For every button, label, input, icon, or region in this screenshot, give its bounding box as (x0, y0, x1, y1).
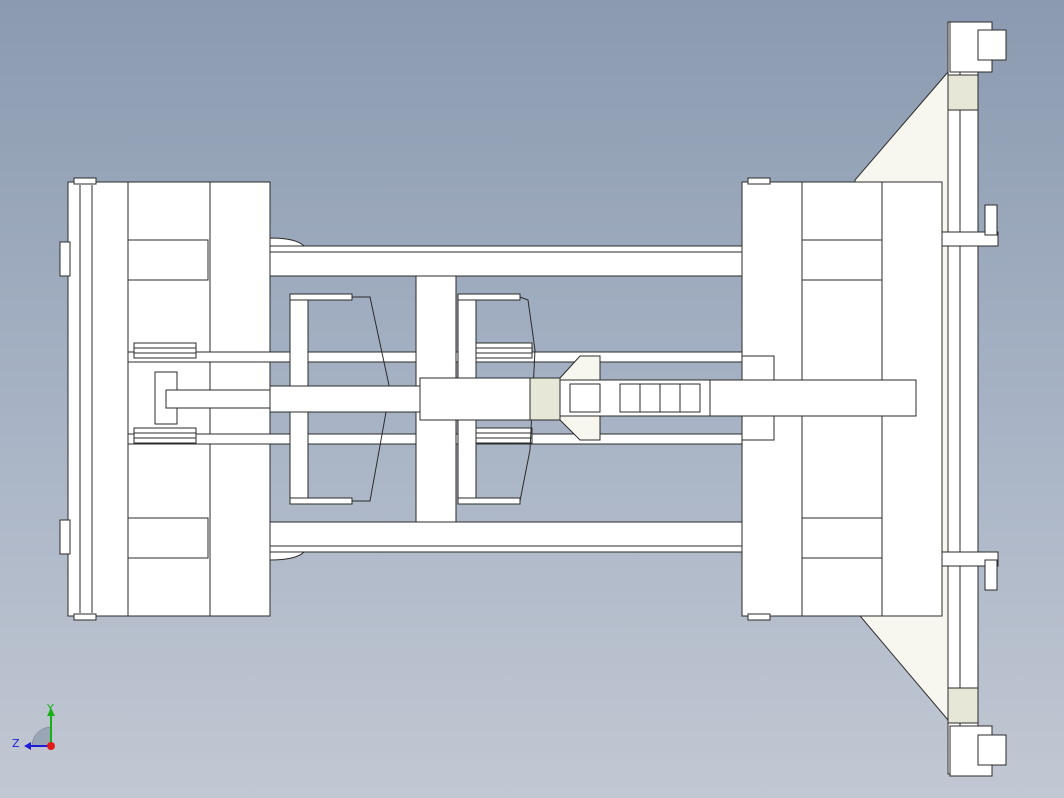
y-axis-label: Y (47, 702, 54, 715)
x-axis-point (47, 742, 55, 750)
triad-hub (31, 726, 52, 747)
y-axis-arrowhead (47, 708, 55, 716)
z-axis-arrowhead (24, 742, 31, 750)
longitudinal-rails (127, 237, 745, 561)
handle-brackets (289, 293, 536, 505)
cylinder-assembly (165, 355, 917, 441)
coordinate-triad (24, 708, 55, 750)
wheel-assemblies (133, 342, 533, 444)
z-axis-label: Z (12, 737, 20, 750)
